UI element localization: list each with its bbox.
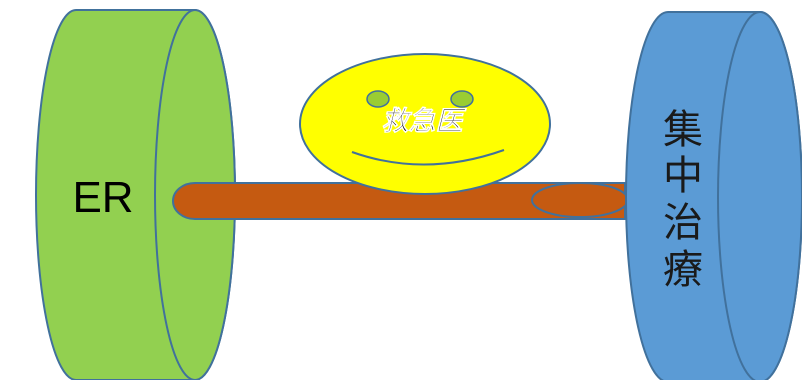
- smiley-right-eye: [450, 90, 474, 108]
- connector-bar-end: [531, 182, 629, 218]
- smiley-mouth: [351, 149, 505, 166]
- icu-label-char-1: 集: [663, 107, 703, 153]
- icu-cylinder: 集 中 治 療: [625, 11, 802, 380]
- er-label: ER: [72, 173, 133, 222]
- smiley-left-eye: [366, 90, 390, 108]
- emergency-doctor-label: 救急医: [382, 106, 468, 137]
- icu-cylinder-end-face: [717, 11, 802, 380]
- connector-bar: [172, 182, 629, 220]
- icu-label-char-3: 治: [663, 200, 703, 246]
- connector-bar-body: [172, 182, 626, 220]
- icu-label-char-4: 療: [663, 247, 703, 293]
- smiley-face: 救急医: [299, 53, 551, 195]
- smiley-head: [299, 53, 551, 195]
- icu-label-char-2: 中: [663, 153, 703, 199]
